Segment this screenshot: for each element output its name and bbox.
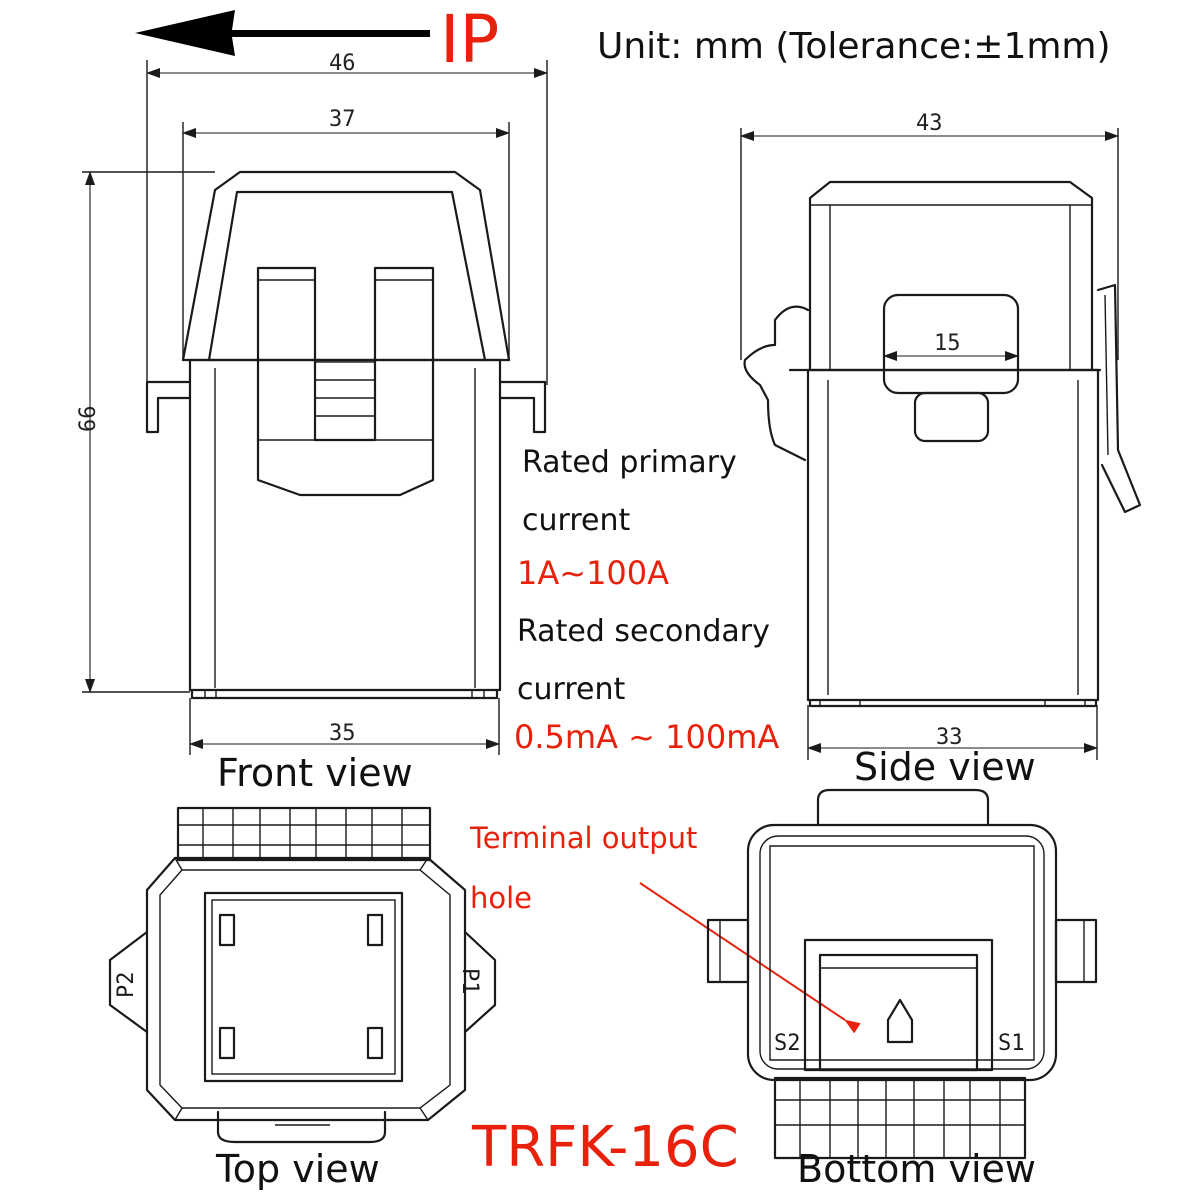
front-view-drawing	[82, 60, 548, 755]
bottom-view-drawing	[706, 788, 1098, 1160]
front-view-label: Front view	[217, 751, 413, 795]
model-name: TRFK-16C	[471, 1115, 739, 1180]
secondary-current-label-1: Rated secondary	[517, 614, 770, 649]
secondary-current-label-2: current	[517, 672, 625, 707]
primary-current-value: 1A~100A	[517, 554, 669, 592]
dim-side-window-width: 15	[934, 331, 961, 356]
callout-terminal-output: Terminal output	[469, 821, 697, 855]
pin-p1: P1	[457, 968, 482, 995]
left-arrow-icon	[135, 10, 430, 56]
dim-front-inner-width: 37	[329, 107, 356, 132]
pin-s1: S1	[998, 1031, 1025, 1056]
dim-front-outer-width: 46	[329, 51, 356, 76]
bottom-view-label: Bottom view	[797, 1147, 1036, 1191]
top-view-label: Top view	[215, 1147, 380, 1191]
dim-front-base-width: 35	[329, 721, 356, 746]
primary-current-label-2: current	[522, 503, 630, 538]
secondary-current-value: 0.5mA ~ 100mA	[514, 718, 779, 756]
callout-hole: hole	[470, 881, 532, 915]
side-view-drawing	[740, 128, 1142, 760]
dim-side-outer-width: 43	[916, 111, 943, 136]
side-view-label: Side view	[854, 745, 1036, 789]
pin-p2: P2	[114, 972, 139, 999]
unit-note: Unit: mm (Tolerance:±1mm)	[597, 26, 1111, 67]
primary-current-label-1: Rated primary	[522, 445, 737, 480]
pin-s2: S2	[774, 1031, 801, 1056]
top-view-drawing	[108, 806, 497, 1144]
dim-front-height: 66	[76, 406, 101, 433]
pointer-arrow-icon	[639, 882, 861, 1034]
ip-label: IP	[440, 1, 499, 78]
dim-side-base-width: 33	[936, 725, 963, 750]
